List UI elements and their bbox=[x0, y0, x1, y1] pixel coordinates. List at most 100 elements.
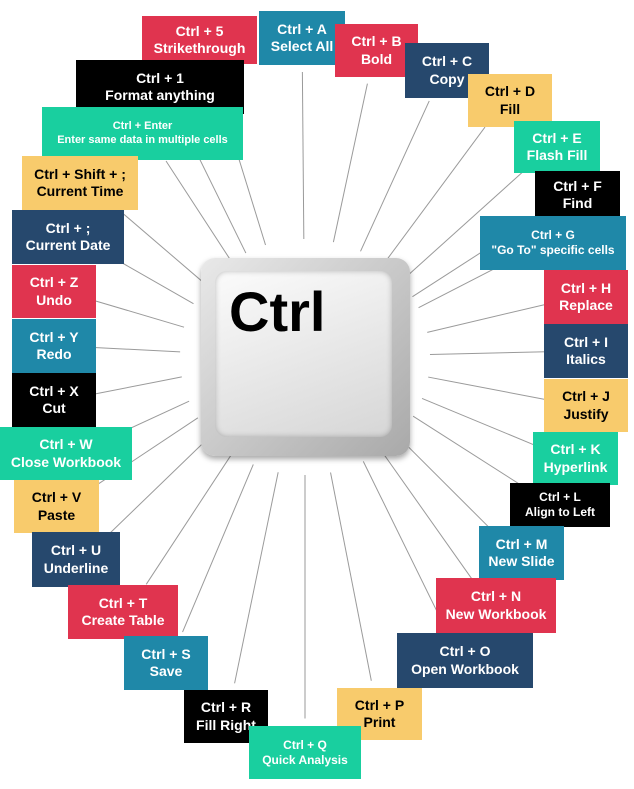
connector-line bbox=[382, 126, 486, 266]
shortcut-desc: Redo bbox=[36, 346, 72, 362]
shortcut-desc: Create Table bbox=[81, 612, 165, 628]
shortcut-keys: Ctrl + X bbox=[29, 382, 79, 399]
connector-line bbox=[428, 376, 547, 401]
shortcut-desc: Format anything bbox=[105, 87, 215, 103]
shortcut-desc: Underline bbox=[43, 559, 109, 576]
connector-line bbox=[111, 203, 207, 286]
shortcut-desc: Paste bbox=[37, 506, 76, 523]
shortcut-keys: Ctrl + M bbox=[495, 535, 548, 552]
connector-line bbox=[360, 100, 430, 252]
shortcut-ctrl-shift-semicolon: Ctrl + Shift + ;Current Time bbox=[22, 156, 138, 210]
ctrl-key: Ctrl bbox=[201, 258, 410, 456]
shortcut-keys: Ctrl + ; bbox=[45, 219, 91, 236]
shortcut-desc: Flash Fill bbox=[526, 147, 588, 163]
shortcut-desc: Bold bbox=[360, 50, 393, 67]
connector-line bbox=[427, 303, 547, 333]
shortcut-desc: Save bbox=[149, 663, 183, 679]
shortcut-desc: Close Workbook bbox=[10, 453, 122, 470]
shortcut-desc: Strikethrough bbox=[153, 40, 246, 56]
shortcut-keys: Ctrl + A bbox=[277, 20, 327, 37]
connector-line bbox=[301, 71, 305, 240]
shortcut-desc: Enter same data in multiple cells bbox=[57, 133, 228, 146]
shortcut-keys: Ctrl + P bbox=[354, 696, 405, 713]
shortcut-keys: Ctrl + C bbox=[421, 53, 473, 69]
shortcut-desc: Replace bbox=[559, 297, 613, 313]
shortcut-keys: Ctrl + D bbox=[484, 83, 536, 99]
shortcut-desc: "Go To" specific cells bbox=[491, 243, 615, 257]
connector-line bbox=[92, 299, 185, 328]
shortcut-desc: Fill Right bbox=[196, 716, 256, 733]
connector-line bbox=[105, 434, 212, 538]
shortcut-keys: Ctrl + V bbox=[31, 489, 82, 505]
shortcut-keys: Ctrl + I bbox=[564, 333, 608, 350]
ctrl-key-face: Ctrl bbox=[215, 271, 392, 437]
connector-line bbox=[397, 435, 493, 531]
shortcut-keys: Ctrl + Z bbox=[29, 274, 79, 290]
shortcut-ctrl-semicolon: Ctrl + ;Current Date bbox=[12, 210, 124, 264]
shortcut-keys: Ctrl + B bbox=[351, 33, 402, 49]
connector-line bbox=[332, 83, 368, 243]
connector-line bbox=[412, 415, 526, 489]
shortcut-keys: Ctrl + F bbox=[553, 177, 602, 194]
shortcut-keys: Ctrl + E bbox=[532, 129, 582, 146]
connector-line bbox=[429, 351, 547, 355]
shortcut-desc: Open Workbook bbox=[411, 660, 519, 677]
connector-line bbox=[93, 376, 182, 395]
shortcut-ctrl-g: Ctrl + G"Go To" specific cells bbox=[480, 216, 626, 270]
shortcut-desc: Quick Analysis bbox=[262, 752, 348, 767]
connector-line bbox=[362, 461, 447, 631]
shortcut-keys: Ctrl + Q bbox=[283, 737, 327, 752]
shortcut-keys: Ctrl + H bbox=[560, 279, 612, 296]
shortcut-desc: Current Time bbox=[36, 183, 124, 199]
shortcut-desc: Select All bbox=[270, 38, 334, 54]
shortcut-keys: Ctrl + Enter bbox=[112, 119, 173, 132]
shortcut-keys: Ctrl + Y bbox=[29, 328, 79, 345]
connector-line bbox=[93, 346, 181, 353]
shortcut-desc: New Slide bbox=[488, 553, 555, 569]
shortcut-keys: Ctrl + O bbox=[439, 643, 491, 659]
shortcut-desc: Hyperlink bbox=[543, 458, 608, 475]
shortcut-keys: Ctrl + W bbox=[39, 436, 93, 452]
shortcut-keys: Ctrl + L bbox=[539, 490, 581, 504]
shortcut-keys: Ctrl + 5 bbox=[175, 22, 224, 39]
shortcut-keys: Ctrl + R bbox=[200, 699, 252, 715]
shortcut-desc: Copy bbox=[429, 70, 465, 87]
shortcut-desc: Fill bbox=[499, 100, 521, 117]
shortcut-keys: Ctrl + S bbox=[141, 645, 191, 662]
shortcut-keys: Ctrl + U bbox=[50, 542, 102, 558]
shortcut-desc: Find bbox=[562, 195, 593, 211]
shortcut-desc: Italics bbox=[566, 351, 606, 367]
connector-line bbox=[380, 450, 473, 579]
shortcut-desc: Undo bbox=[36, 291, 72, 308]
shortcut-keys: Ctrl + 1 bbox=[136, 69, 184, 86]
connector-line bbox=[400, 168, 527, 282]
ctrl-key-label: Ctrl bbox=[229, 280, 326, 343]
connector-line bbox=[145, 452, 233, 585]
shortcut-keys: Ctrl + N bbox=[470, 588, 522, 604]
shortcut-desc: Justify bbox=[563, 405, 609, 422]
